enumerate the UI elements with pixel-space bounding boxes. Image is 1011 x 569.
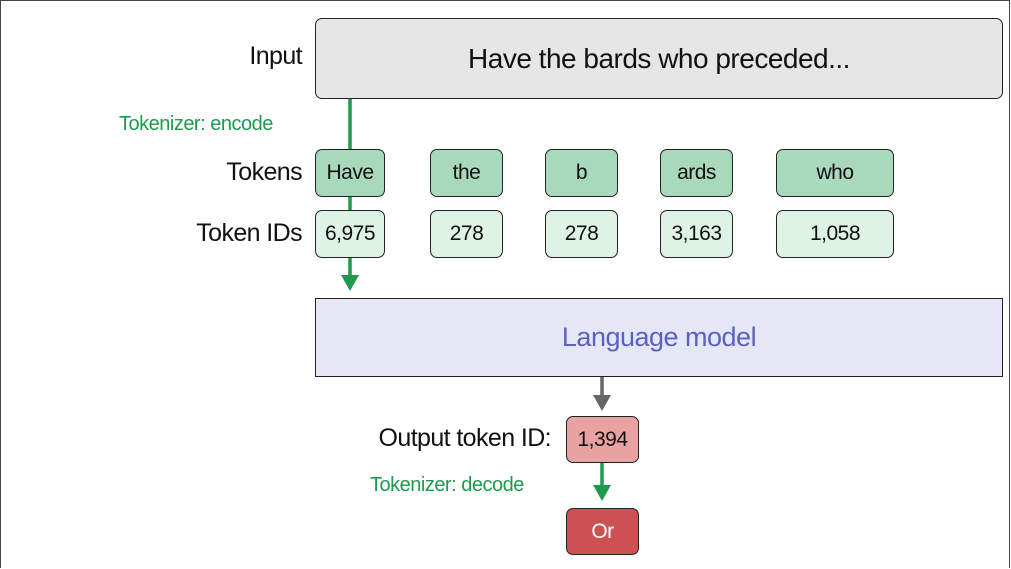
token-id-ards: 3,163: [660, 210, 733, 258]
token-id-have: 6,975: [315, 210, 385, 258]
output-token-box: Or: [566, 508, 639, 555]
tokens-label: Tokens: [226, 158, 302, 186]
token-ids-label: Token IDs: [196, 219, 302, 247]
token-who: who: [776, 149, 894, 197]
token-have: Have: [315, 149, 385, 197]
token-the: the: [430, 149, 503, 197]
model-output-arrow-head: [593, 395, 611, 411]
token-id-who: 1,058: [776, 210, 894, 258]
input-label: Input: [249, 42, 302, 70]
output-token-id-box: 1,394: [566, 416, 639, 463]
input-text-box: Have the bards who preceded...: [315, 18, 1003, 99]
tokenizer-decode-label: Tokenizer: decode: [370, 474, 524, 496]
tokenizer-encode-label: Tokenizer: encode: [119, 113, 273, 135]
language-model-box: Language model: [315, 298, 1003, 377]
token-id-the: 278: [430, 210, 503, 258]
token-b: b: [545, 149, 618, 197]
token-ards: ards: [660, 149, 733, 197]
output-token-id-label: Output token ID:: [378, 424, 552, 452]
token-id-b: 278: [545, 210, 618, 258]
encode-arrow-head: [341, 275, 359, 291]
decode-arrow-head: [593, 485, 611, 501]
